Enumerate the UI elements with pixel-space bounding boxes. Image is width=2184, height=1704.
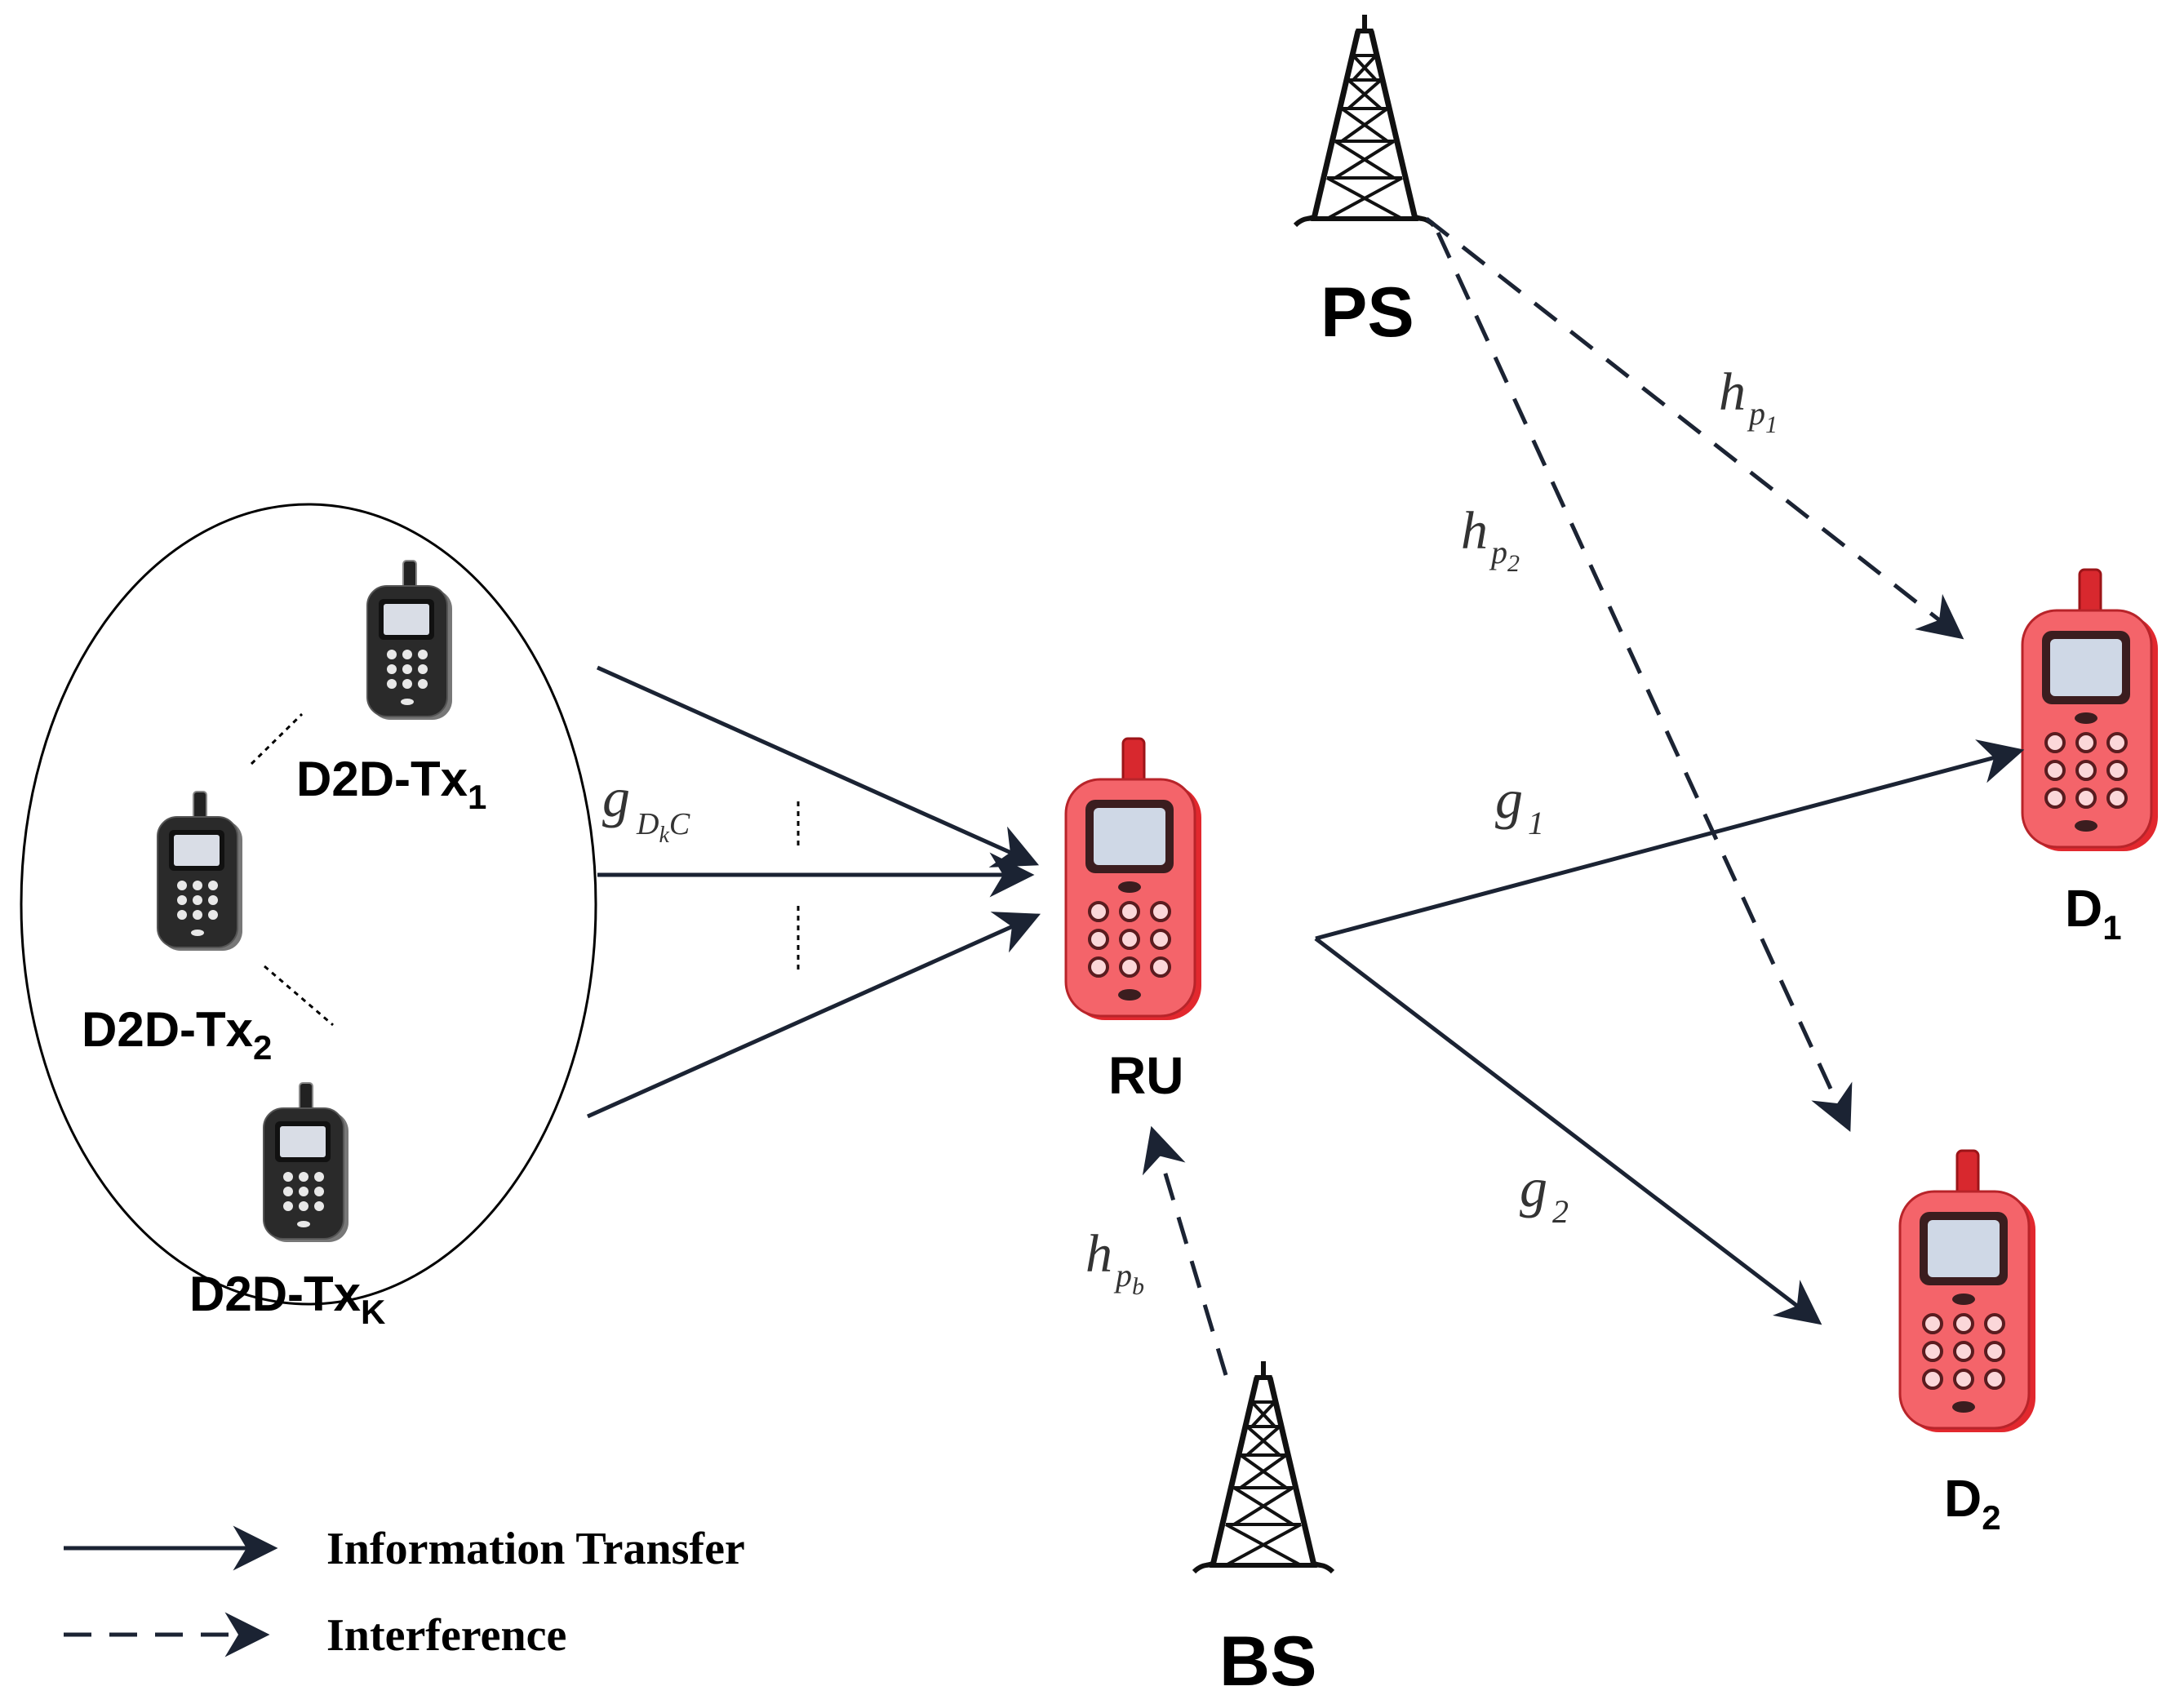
d2d-txk-phone-icon — [263, 1082, 349, 1243]
ellipsis-dots-lower — [264, 965, 334, 1027]
link-tx-ru-lower — [586, 912, 1041, 1119]
d2d-tx1-phone-icon — [366, 560, 453, 721]
ellipsis-dots-upper — [250, 712, 304, 765]
d2d-txk-label: D2D-TxK — [189, 1267, 385, 1331]
interference-bs-ru — [1142, 1125, 1228, 1376]
bs-tower-icon — [1194, 1361, 1333, 1572]
ps-tower-icon — [1295, 15, 1434, 225]
interference-ps-d2 — [1436, 231, 1853, 1132]
d2d-tx2-phone-icon — [157, 791, 243, 952]
d1-label: D1 — [2065, 879, 2122, 947]
d1-phone-icon — [2021, 568, 2160, 853]
ru-label: RU — [1108, 1046, 1183, 1105]
legend: Information Transfer Interference — [64, 1524, 745, 1661]
legend-dashed-label: Interference — [326, 1610, 566, 1661]
ps-label: PS — [1321, 273, 1414, 352]
legend-solid-label: Information Transfer — [326, 1524, 745, 1574]
link-ru-d1 — [1315, 739, 2025, 941]
link-ru-d2 — [1314, 937, 1822, 1325]
bs-label: BS — [1219, 1622, 1316, 1701]
ru-phone-icon — [1064, 737, 1203, 1022]
d2-phone-icon — [1898, 1149, 2037, 1434]
link-tx-ru-upper — [596, 665, 1040, 868]
d2d-tx2-label: D2D-Tx2 — [82, 1002, 272, 1067]
d2d-cluster-ellipse — [20, 503, 597, 1306]
d2d-tx1-label: D2D-Tx1 — [296, 752, 486, 816]
d2-label: D2 — [1944, 1469, 2001, 1537]
interference-ps-d1 — [1425, 217, 1964, 640]
